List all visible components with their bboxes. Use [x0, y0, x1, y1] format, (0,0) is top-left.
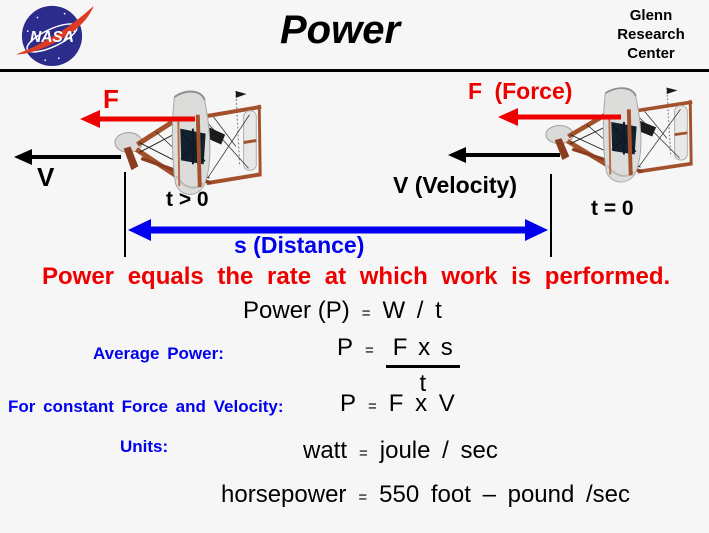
- constant-force-velocity-label: For constant Force and Velocity:: [8, 397, 284, 416]
- velocity-label-right: V (Velocity): [393, 172, 517, 198]
- force-arrow-right: [498, 108, 621, 126]
- equation-lhs: horsepower: [221, 481, 347, 508]
- equation-average-power: P = F x s t: [337, 334, 460, 398]
- equation-power-definition: Power (P) = W / t: [243, 297, 442, 325]
- average-power-label: Average Power:: [93, 344, 224, 363]
- org-line-1: Glenn: [629, 7, 673, 24]
- force-arrow-left: [80, 110, 195, 128]
- velocity-label-left: V: [37, 162, 55, 192]
- velocity-arrow-right: [448, 147, 560, 163]
- equation-lhs: P: [337, 334, 354, 361]
- header-divider: [0, 69, 709, 72]
- org-name: Glenn Research Center: [599, 6, 703, 63]
- velocity-arrow-left: [14, 149, 121, 165]
- time-label-left: t > 0: [166, 188, 209, 211]
- nasa-logo-text: NASA: [30, 29, 74, 46]
- equation-rhs: W / t: [382, 297, 442, 324]
- distance-arrow: [128, 219, 548, 241]
- distance-label: s (Distance): [234, 232, 365, 258]
- equation-horsepower: horsepower = 550 foot – pound /sec: [221, 481, 630, 509]
- statement-text: Power equals the rate at which work is p…: [42, 263, 671, 290]
- equation-lhs: watt: [303, 437, 348, 464]
- equation-constant-power: P = F x V: [340, 390, 455, 418]
- force-label-right: F (Force): [468, 78, 573, 104]
- equals-sign: =: [359, 445, 368, 462]
- equation-rhs: 550 foot – pound /sec: [379, 481, 631, 508]
- org-line-3: Center: [627, 45, 675, 62]
- equation-lhs: Power (P): [243, 297, 350, 324]
- fraction-numerator: F x s: [385, 334, 460, 368]
- equals-sign: =: [358, 489, 368, 506]
- fraction-denominator: t: [419, 370, 427, 397]
- equation-rhs: F x V: [388, 390, 455, 417]
- time-label-right: t = 0: [591, 197, 634, 220]
- nasa-logo-icon: NASA: [16, 5, 94, 67]
- fraction: F x s t: [385, 334, 460, 398]
- equals-sign: =: [365, 342, 374, 359]
- page-title: Power: [279, 8, 401, 52]
- equation-lhs: P: [340, 390, 357, 417]
- equals-sign: =: [368, 398, 377, 415]
- equation-rhs: joule / sec: [379, 437, 498, 464]
- org-line-2: Research: [617, 26, 685, 43]
- units-label: Units:: [120, 437, 169, 456]
- equation-watt: watt = joule / sec: [303, 437, 498, 465]
- force-label-left: F: [103, 84, 119, 114]
- equals-sign: =: [361, 305, 371, 322]
